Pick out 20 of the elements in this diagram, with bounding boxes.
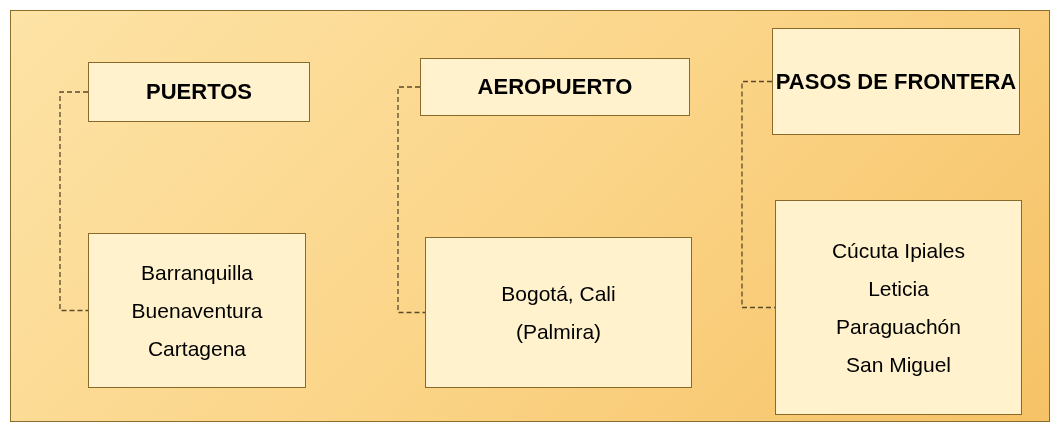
list-box [425,237,692,388]
place-name: Cartagena [147,335,247,362]
dashed-connector [397,86,426,314]
dashed-connector [59,91,89,312]
place-name: Bogotá, Cali [501,280,616,307]
list-box [88,233,306,388]
section-heading: PASOS DE FRONTERA [775,67,1017,96]
place-name: Buenaventura [131,297,263,324]
place-name: Barranquilla [140,259,254,286]
title-box [420,58,690,116]
place-name: (Palmira) [515,318,602,345]
place-name: Leticia [868,275,929,302]
place-name: San Miguel [845,351,952,378]
place-name: Cúcuta Ipiales [831,237,966,264]
place-name: Paraguachón [836,313,961,340]
title-box [88,62,310,122]
title-box [772,28,1020,135]
section-heading: AEROPUERTO [477,73,633,101]
section-heading: PUERTOS [146,78,252,106]
list-box [775,200,1022,415]
